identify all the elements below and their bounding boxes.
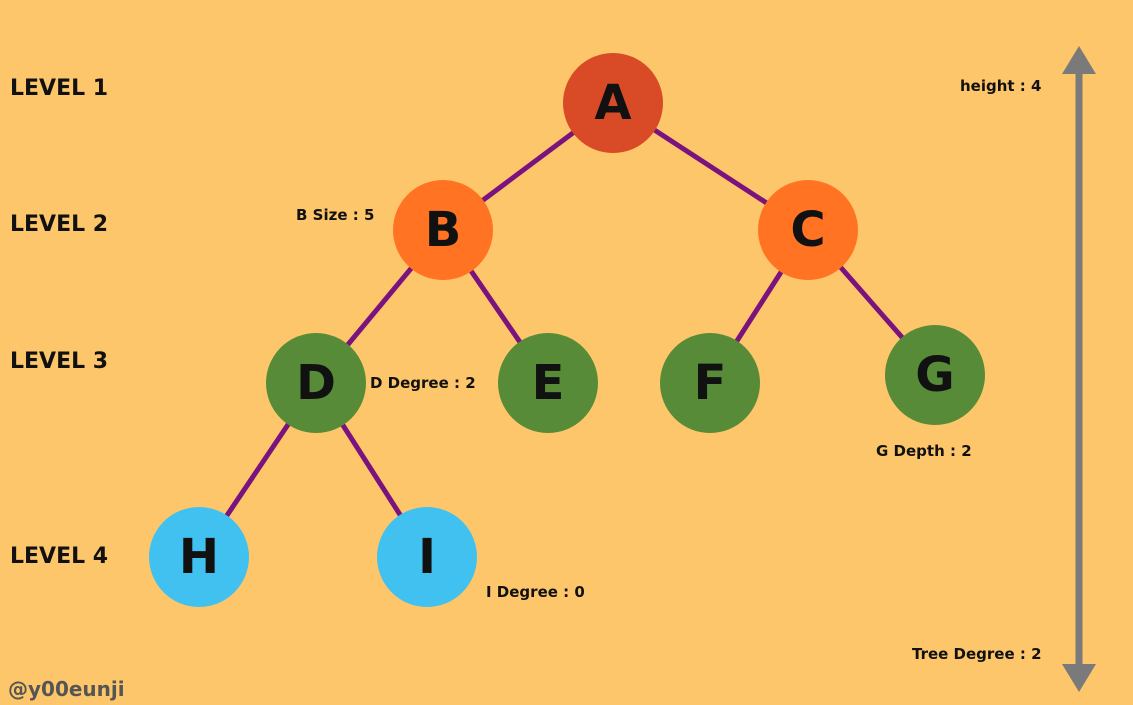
arrow-head-down [1062,664,1096,692]
b-size-annotation: B Size : 5 [296,206,375,224]
node-d: D [266,333,366,433]
g-depth-annotation: G Depth : 2 [876,442,972,460]
height-arrow [1062,46,1096,692]
node-e: E [498,333,598,433]
level-3-label: LEVEL 3 [10,349,109,374]
node-i: I [377,507,477,607]
node-a: A [563,53,663,153]
level-1-label: LEVEL 1 [10,76,109,101]
watermark: @y00eunji [8,677,125,701]
node-f: F [660,333,760,433]
arrow-head-up [1062,46,1096,74]
d-degree-annotation: D Degree : 2 [370,374,476,392]
node-c: C [758,180,858,280]
node-g: G [885,325,985,425]
level-2-label: LEVEL 2 [10,212,109,237]
node-h: H [149,507,249,607]
height-annotation: height : 4 [960,77,1042,95]
node-b: B [393,180,493,280]
tree-degree-annotation: Tree Degree : 2 [912,645,1042,663]
i-degree-annotation: I Degree : 0 [486,583,585,601]
level-4-label: LEVEL 4 [10,544,109,569]
